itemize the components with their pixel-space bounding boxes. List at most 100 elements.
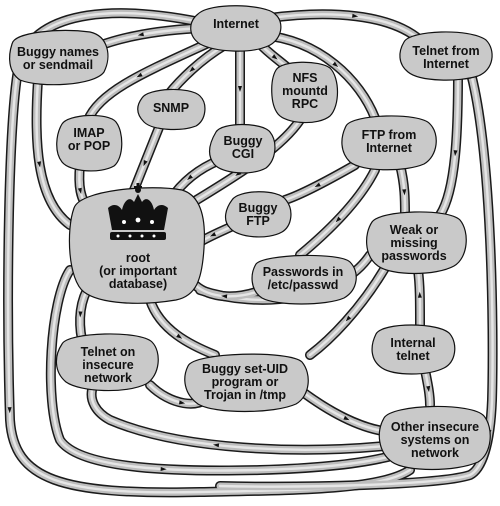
pipe-imap-root-arrow: [77, 187, 82, 195]
pipe-internet-ftp-arrow: [332, 61, 339, 68]
pipe-ftpnet-buggyftp-arrow: [314, 182, 321, 188]
node-label-line: FTP: [246, 214, 270, 228]
pipe-internet-imap-core: [86, 38, 217, 122]
pipe-ftpnet-passwd-arrow: [335, 216, 342, 223]
node-label-line: Buggy set-UID: [202, 362, 288, 376]
node-label-line: Telnet from: [412, 44, 479, 58]
pipe-root-setuid-arrow: [176, 333, 183, 339]
node-internet: Internet: [190, 5, 282, 52]
node-label-line: SNMP: [153, 101, 189, 115]
pipe-snmp-root-arrow: [143, 159, 148, 167]
pipe-telnet-weakpw-arrow: [453, 150, 458, 157]
node-label-line: Passwords in: [263, 265, 344, 279]
pipe-ftpnet-passwd-inner: [296, 166, 379, 259]
node-label-line: systems on: [401, 433, 470, 447]
pipe-root-telnetinsecure-arrow: [78, 311, 83, 318]
pipe-root-leftloop-arrow: [160, 466, 167, 471]
node-label-line: /etc/passwd: [268, 278, 339, 292]
pipe-root-leftloop-core: [49, 268, 397, 472]
node-label-line: Internal: [390, 336, 435, 350]
pipe-names-root-arrow: [37, 161, 42, 168]
node-label-line: passwords: [381, 249, 446, 263]
node-label-line: network: [84, 371, 132, 385]
pipe-internet-outer-left-core: [6, 11, 412, 494]
node-label-line: Telnet on: [81, 345, 136, 359]
node-label-line: program or: [212, 375, 279, 389]
svg-text:Internet: Internet: [213, 17, 260, 31]
node-label-line: Buggy: [224, 134, 263, 148]
node-label-line: IMAP: [73, 126, 104, 140]
node-label-line: database): [109, 277, 167, 291]
node-label-line: root: [126, 251, 151, 265]
pipe-root-setuid-core: [148, 298, 217, 357]
node-label-line: network: [411, 446, 459, 460]
node-label-line: (or important: [99, 264, 178, 278]
crown-icon: [108, 183, 168, 240]
node-label-line: Weak or: [390, 223, 439, 237]
pipe-other-telnetinsecure-core: [90, 388, 397, 451]
pipe-internet-telnet-arrow: [352, 13, 359, 18]
pipe-internet-nfs-arrow: [271, 54, 278, 60]
pipe-passwd-root-arrow: [221, 294, 228, 299]
node-label-line: Internet: [366, 141, 413, 155]
pipe-ftpnet-buggyftp-core: [283, 163, 357, 202]
node-label-line: NFS: [293, 71, 318, 85]
node-label-line: CGI: [232, 147, 254, 161]
node-label-line: Internet: [423, 57, 470, 71]
pipe-internet-cgi-arrow: [238, 86, 242, 92]
pipe-snmp-root-core: [130, 123, 162, 197]
pipe-internet-names-arrow: [137, 32, 144, 37]
pipe-weakpw-setuid-core: [308, 266, 387, 357]
node-label-line: mountd: [282, 84, 328, 98]
node-label-line: missing: [390, 236, 437, 250]
svg-text:Passwords in/etc/passwd: Passwords in/etc/passwd: [263, 265, 344, 292]
svg-text:SNMP: SNMP: [153, 101, 189, 115]
node-label-line: RPC: [292, 97, 318, 111]
node-label-line: Trojan in /tmp: [204, 388, 286, 402]
pipe-other-telnetinsecure-arrow: [212, 443, 220, 448]
pipe-internet-outer-left-arrow: [7, 407, 12, 414]
pipe-internet-imap-arrow: [136, 72, 143, 78]
pipe-internet-snmp-arrow: [189, 66, 196, 73]
pipe-buggyftp-root-arrow: [209, 232, 217, 237]
node-label-line: telnet: [396, 349, 430, 363]
pipe-setuid-other-arrow: [343, 415, 350, 421]
pipe-telnet-weakpw-core: [438, 73, 460, 217]
node-label-line: Buggy: [239, 201, 278, 215]
node-label-line: insecure: [82, 358, 133, 372]
pipe-internal-other-arrow: [426, 385, 431, 393]
node-passwd: Passwords in/etc/passwd: [251, 254, 357, 305]
node-label-line: or sendmail: [23, 58, 93, 72]
pipe-ftpnet-weakpw-arrow: [402, 189, 407, 196]
node-label-line: Internet: [213, 17, 260, 31]
node-label-line: FTP from: [362, 128, 417, 142]
pipe-cgi-root-arrow: [187, 174, 193, 181]
node-label-line: or POP: [68, 139, 110, 153]
node-label-line: Other insecure: [391, 420, 479, 434]
pipe-internal-weakpw-arrow: [417, 291, 422, 298]
